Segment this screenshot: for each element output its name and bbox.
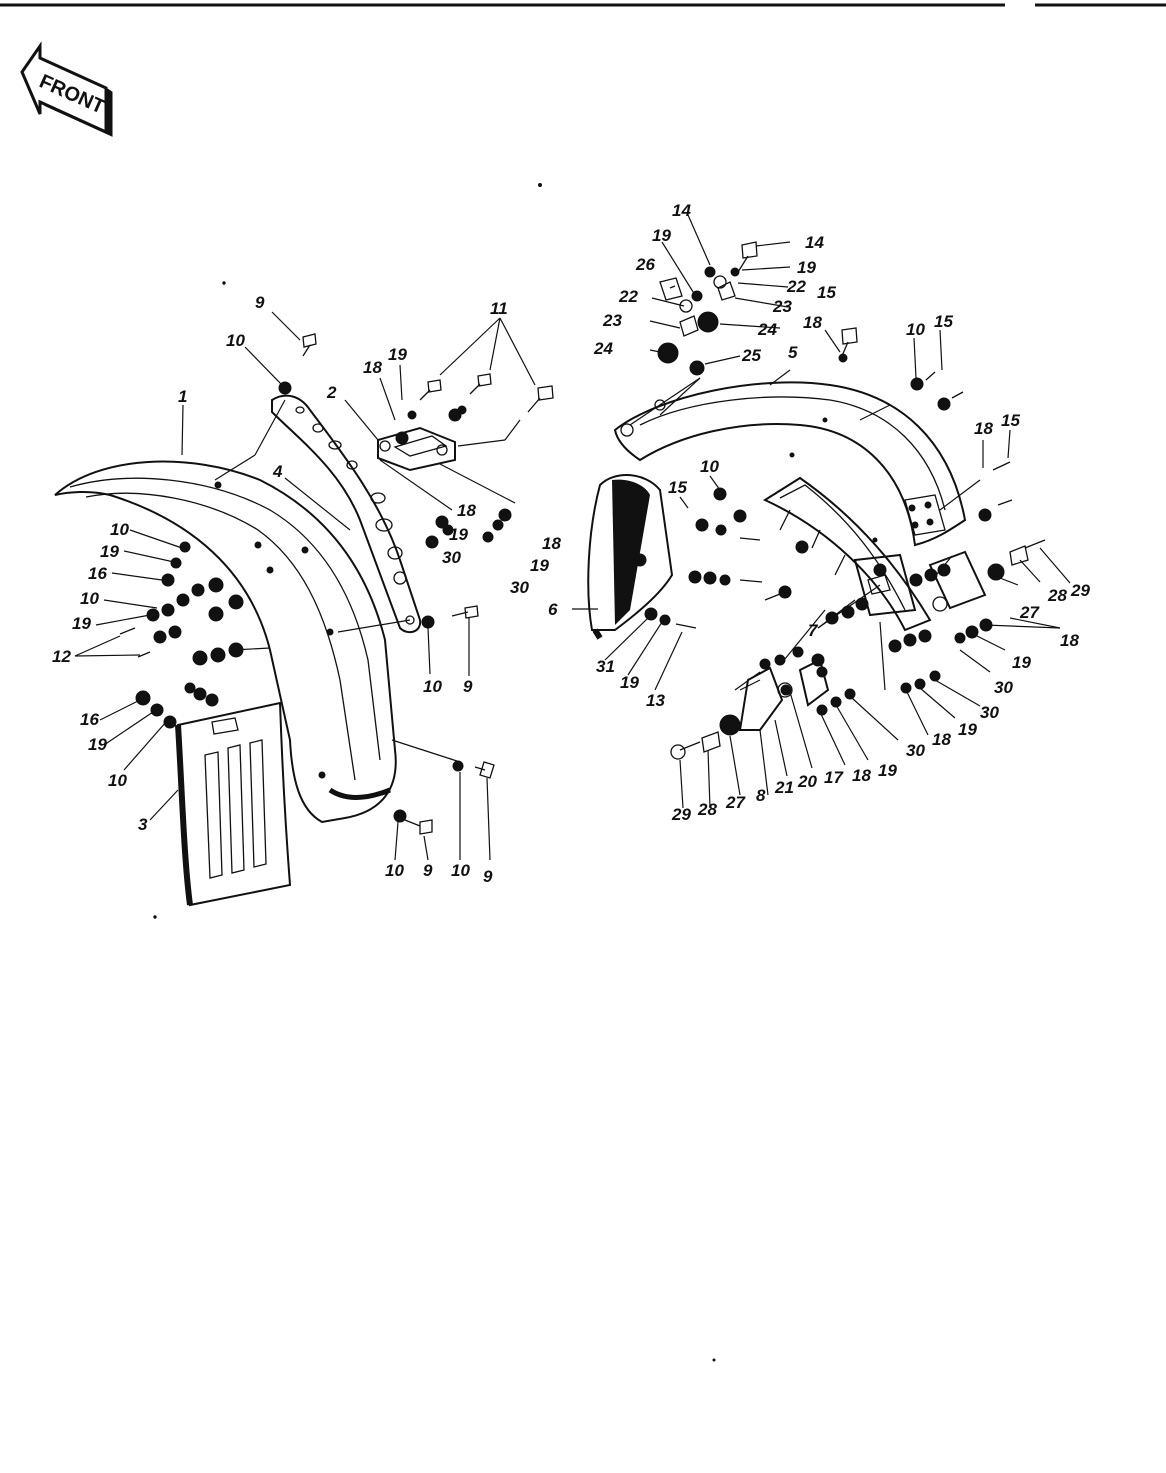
callout-19: 19 — [449, 525, 468, 544]
callout-10: 10 — [80, 589, 99, 608]
front-fender-hardware — [135, 381, 512, 823]
front-arrow-icon: FRONT — [20, 41, 113, 137]
callout-30: 30 — [994, 678, 1013, 697]
callout-15: 15 — [668, 478, 687, 497]
callout-18: 18 — [1060, 631, 1079, 650]
leader-lines — [74, 214, 1071, 861]
callout-19: 19 — [652, 226, 671, 245]
callout-3: 3 — [138, 815, 148, 834]
callout-10: 10 — [700, 457, 719, 476]
rear-fender — [613, 381, 967, 547]
callout-23: 23 — [772, 297, 792, 316]
callout-28: 28 — [1047, 586, 1067, 605]
callout-27: 27 — [1019, 603, 1040, 622]
callout-18: 18 — [974, 419, 993, 438]
callout-18: 18 — [363, 358, 382, 377]
callout-29: 29 — [1070, 581, 1090, 600]
callout-22: 22 — [618, 287, 638, 306]
callout-14: 14 — [805, 233, 824, 252]
mud-flap — [175, 701, 292, 907]
callout-30: 30 — [906, 741, 925, 760]
callout-20: 20 — [797, 772, 817, 791]
front-fender — [54, 460, 397, 824]
front-fender-bolts — [119, 333, 554, 835]
callout-22: 22 — [786, 277, 806, 296]
callout-19: 19 — [878, 761, 897, 780]
callout-24: 24 — [757, 320, 777, 339]
callout-18: 18 — [457, 501, 476, 520]
callout-25: 25 — [741, 346, 761, 365]
callout-10: 10 — [385, 861, 404, 880]
callout-23: 23 — [602, 311, 622, 330]
callout-19: 19 — [620, 673, 639, 692]
callout-9: 9 — [423, 861, 433, 880]
callout-8: 8 — [756, 786, 766, 805]
rear-bracket — [738, 550, 987, 731]
callout-10: 10 — [451, 861, 470, 880]
callout-11: 11 — [490, 299, 508, 318]
side-cover — [587, 473, 674, 640]
callout-19: 19 — [388, 345, 407, 364]
callout-9: 9 — [255, 293, 265, 312]
callout-19: 19 — [88, 735, 107, 754]
callout-labels: 1 2 3 4 9 10 18 19 11 18 19 30 18 19 30 … — [52, 201, 1090, 886]
callout-19: 19 — [530, 556, 549, 575]
callout-30: 30 — [442, 548, 461, 567]
callout-18: 18 — [852, 766, 871, 785]
callout-13: 13 — [646, 691, 665, 710]
callout-19: 19 — [1012, 653, 1031, 672]
callout-21: 21 — [774, 778, 794, 797]
callout-17: 17 — [824, 768, 844, 787]
callout-15: 15 — [1001, 411, 1020, 430]
callout-10: 10 — [108, 771, 127, 790]
callout-10: 10 — [226, 331, 245, 350]
callout-9: 9 — [483, 867, 493, 886]
callout-30: 30 — [510, 578, 529, 597]
callout-19: 19 — [958, 720, 977, 739]
rear-fender-inner-frame — [762, 476, 932, 632]
callout-2: 2 — [326, 383, 337, 402]
fender-stay — [271, 394, 422, 634]
callout-15: 15 — [817, 283, 836, 302]
callout-29: 29 — [671, 805, 691, 824]
callout-9: 9 — [463, 677, 473, 696]
callout-5: 5 — [788, 343, 798, 362]
callout-10: 10 — [906, 320, 925, 339]
callout-15: 15 — [934, 312, 953, 331]
fender-bracket — [377, 426, 456, 472]
callout-12: 12 — [52, 647, 71, 666]
callout-19: 19 — [100, 542, 119, 561]
callout-19: 19 — [72, 614, 91, 633]
callout-1: 1 — [178, 387, 187, 406]
callout-6: 6 — [548, 600, 558, 619]
callout-24: 24 — [593, 339, 613, 358]
callout-18: 18 — [932, 730, 951, 749]
callout-31: 31 — [596, 657, 615, 676]
rear-fender-bolts — [659, 241, 1046, 760]
callout-7: 7 — [808, 621, 819, 640]
callout-16: 16 — [80, 710, 99, 729]
callout-18: 18 — [803, 313, 822, 332]
callout-19: 19 — [797, 258, 816, 277]
callout-28: 28 — [697, 800, 717, 819]
callout-16: 16 — [88, 564, 107, 583]
callout-10: 10 — [423, 677, 442, 696]
callout-18: 18 — [542, 534, 561, 553]
scan-specks — [153, 183, 716, 1362]
callout-30: 30 — [980, 703, 999, 722]
callout-4: 4 — [272, 462, 283, 481]
callout-26: 26 — [635, 255, 655, 274]
callout-27: 27 — [725, 793, 746, 812]
callout-10: 10 — [110, 520, 129, 539]
callout-14: 14 — [672, 201, 691, 220]
rear-fender-hardware — [633, 266, 1005, 736]
